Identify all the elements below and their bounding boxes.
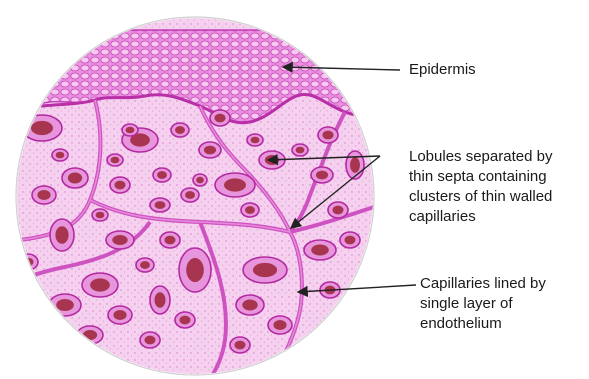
label-capillaries-line: single layer of: [420, 294, 546, 314]
capillary-lumen: [245, 206, 255, 214]
capillary-lumen: [242, 300, 257, 311]
capillary-lumen: [333, 206, 344, 215]
capillary-lumen: [215, 114, 226, 123]
capillary-lumen: [31, 121, 53, 135]
capillary-lumen: [345, 236, 356, 245]
capillary-lumen: [56, 299, 74, 311]
capillary-lumen: [251, 137, 260, 144]
label-lobules: Lobules separated by thin septa containi…: [409, 147, 552, 227]
capillary-lumen: [157, 171, 167, 179]
capillary-lumen: [196, 177, 204, 184]
label-capillaries-line: Capillaries lined by: [420, 274, 546, 294]
capillary-lumen: [68, 173, 82, 184]
capillary-lumen: [253, 263, 277, 277]
capillary-lumen: [175, 126, 185, 134]
capillary-lumen: [112, 235, 127, 245]
capillary-lumen: [235, 341, 246, 350]
capillary-lumen: [111, 157, 120, 164]
label-lobules-line: Lobules separated by: [409, 147, 552, 167]
capillary-lumen: [55, 226, 68, 244]
capillary-lumen: [296, 147, 305, 154]
label-lobules-line: thin septa containing: [409, 167, 552, 187]
capillary-lumen: [90, 278, 110, 291]
capillary-lumen: [56, 152, 65, 159]
label-capillaries: Capillaries lined by single layer of end…: [420, 274, 546, 334]
capillary-lumen: [37, 190, 50, 200]
capillary-lumen: [145, 336, 156, 345]
capillary-lumen: [96, 212, 105, 219]
capillary-lumen: [323, 131, 334, 140]
label-epidermis: Epidermis: [409, 60, 476, 80]
capillary-lumen: [185, 191, 195, 199]
capillary-lumen: [83, 330, 97, 340]
capillary-lumen: [311, 245, 329, 256]
label-lobules-line: clusters of thin walled: [409, 187, 552, 207]
capillary-lumen: [224, 178, 246, 191]
capillary-lumen: [180, 316, 191, 325]
capillary-lumen: [115, 181, 126, 190]
capillary-lumen: [273, 320, 286, 330]
capillary-lumen: [126, 127, 135, 134]
capillary-lumen: [140, 261, 150, 269]
label-capillaries-line: endothelium: [420, 314, 546, 334]
capillary-lumen: [165, 236, 176, 245]
capillary-lumen: [155, 292, 166, 307]
capillary-lumen: [155, 201, 166, 209]
capillary-lumen: [204, 146, 216, 155]
label-lobules-line: capillaries: [409, 207, 552, 227]
capillary-lumen: [350, 157, 360, 172]
capillary-lumen: [113, 310, 126, 320]
label-epidermis-text: Epidermis: [409, 60, 476, 80]
capillary-lumen: [316, 171, 328, 180]
capillary-lumen: [186, 258, 204, 282]
